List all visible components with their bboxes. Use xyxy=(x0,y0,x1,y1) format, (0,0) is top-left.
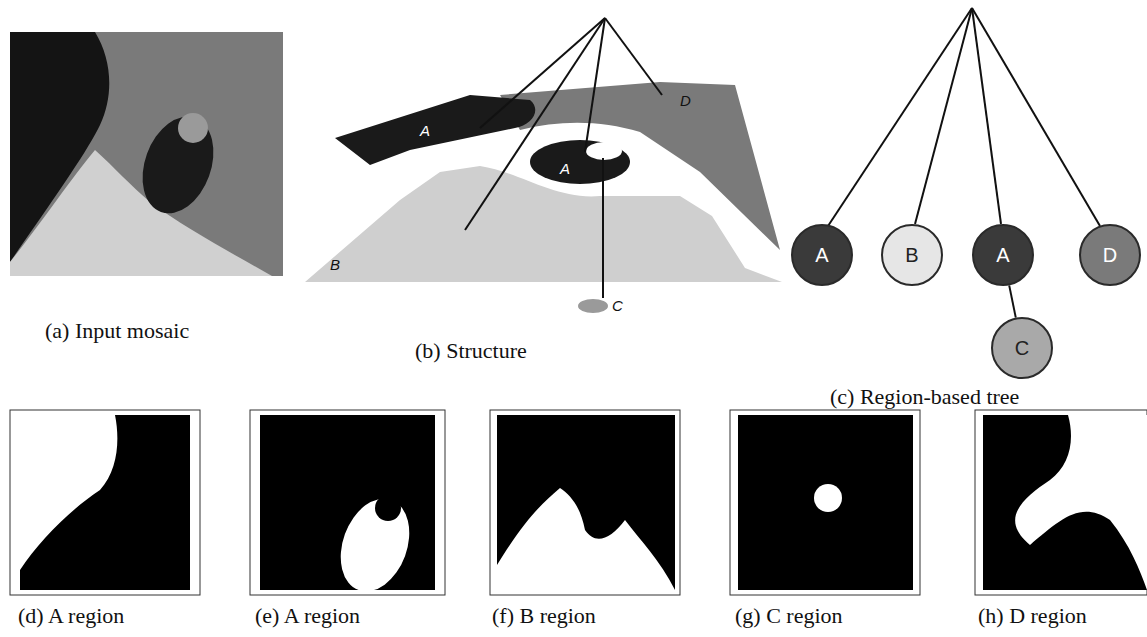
panel-caption: (b) Structure xyxy=(415,338,527,364)
panel-caption: (c) Region-based tree xyxy=(830,384,1019,410)
node-letter: A xyxy=(815,244,828,267)
node-letter: C xyxy=(1015,337,1029,360)
tree-edge xyxy=(1009,285,1016,317)
panel-caption: (f) B region xyxy=(492,603,596,629)
tree-node-circle: D xyxy=(1079,224,1141,286)
region-tag: A xyxy=(420,122,430,139)
panel-caption: (g) C region xyxy=(735,603,843,629)
input-mosaic xyxy=(10,32,283,276)
tree-node-circle: A xyxy=(791,224,853,286)
region-tag: D xyxy=(680,92,691,109)
tree-root-lines xyxy=(828,8,1100,226)
tree-node-circle: A xyxy=(972,224,1034,286)
panel-caption: (e) A region xyxy=(255,603,360,629)
tree-node-circle: B xyxy=(881,224,943,286)
panel-caption: (d) A region xyxy=(18,603,124,629)
node-letter: A xyxy=(996,244,1009,267)
node-letter: B xyxy=(905,244,918,267)
region-tag: C xyxy=(612,297,623,314)
region-masks xyxy=(10,410,1147,601)
tree-node-circle: C xyxy=(991,317,1053,379)
panel-caption: (a) Input mosaic xyxy=(45,318,189,344)
structure-illustration xyxy=(305,18,782,313)
region-tag: B xyxy=(330,256,340,273)
node-letter: D xyxy=(1103,244,1117,267)
panel-caption: (h) D region xyxy=(978,603,1087,629)
region-tag: A xyxy=(560,160,570,177)
